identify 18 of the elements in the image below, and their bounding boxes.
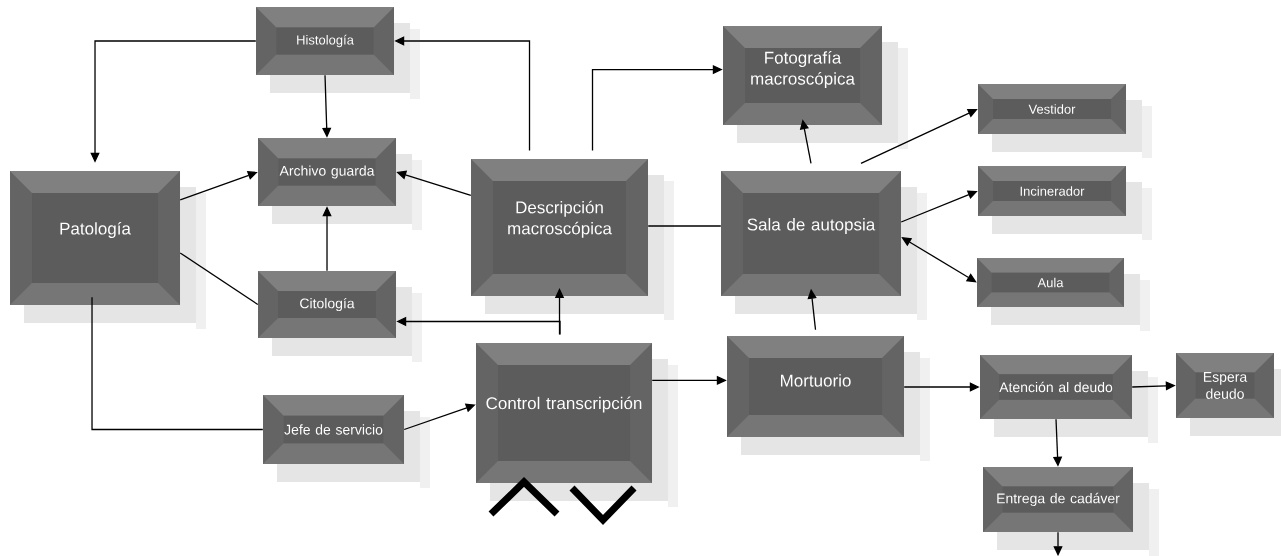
process-box: Jefe de servicio (263, 395, 430, 488)
process-box: Patología (10, 171, 206, 329)
arrow (1053, 531, 1063, 556)
process-box: Entrega de cadáver (983, 467, 1159, 556)
process-box: Aula (977, 258, 1150, 331)
process-box: Atención al deudo (980, 355, 1158, 443)
process-box: Histología (256, 7, 420, 99)
process-box: Archivo guarda (258, 138, 422, 230)
process-box: Mortuorio (727, 336, 930, 461)
process-box: Fotografía macroscópica (723, 26, 908, 149)
process-box: Descripción macroscópica (471, 159, 674, 320)
process-box: Incinerador (978, 166, 1152, 240)
process-box: Espera deudo (1176, 353, 1281, 436)
process-box: Vestidor (978, 84, 1152, 158)
process-box: Sala de autopsia (721, 171, 927, 320)
process-box: Citología (258, 271, 422, 362)
arrow (901, 237, 977, 283)
process-box: Control transcripción (476, 343, 678, 507)
